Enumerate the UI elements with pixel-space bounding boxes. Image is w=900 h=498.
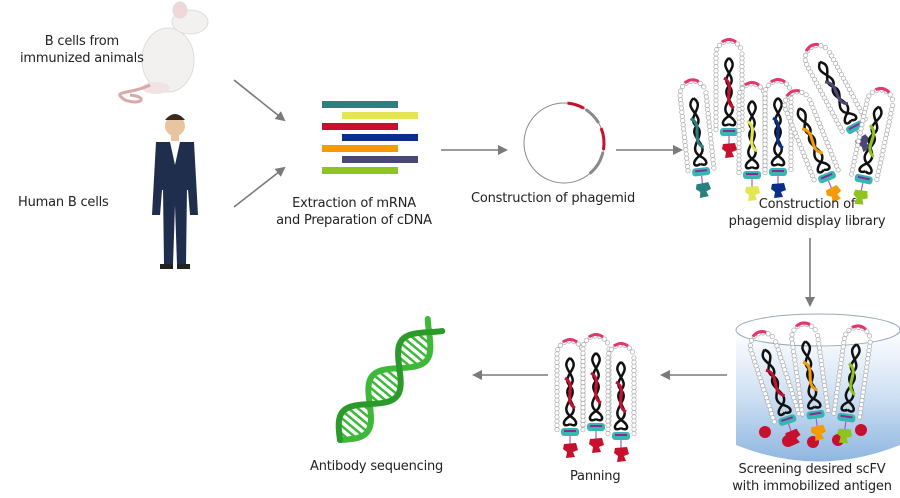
cdna-bar — [322, 101, 398, 108]
antigen-dot — [855, 424, 867, 436]
cdna-bar — [342, 156, 418, 163]
arrow-human-to-extraction — [233, 166, 286, 208]
screening-phage — [831, 324, 873, 444]
immobilized-antigens — [759, 424, 867, 448]
cdna-bar — [342, 134, 418, 141]
arrow-animal-to-extraction — [233, 79, 286, 122]
screening-phage — [747, 330, 802, 447]
screening-well — [735, 313, 900, 462]
cdna-bar — [322, 145, 398, 152]
library-phage — [677, 78, 717, 199]
library-phage — [782, 89, 842, 203]
phagemid-plasmid — [523, 101, 606, 184]
cdna-bar — [322, 123, 398, 130]
mouse-illustration — [118, 1, 209, 104]
dna-helix-icon — [335, 315, 446, 443]
antigen-dot — [759, 426, 771, 438]
screening-phage — [789, 321, 831, 441]
cdna-bar — [342, 112, 418, 119]
cdna-bars — [322, 101, 418, 174]
label-phagemid: Construction of phagemid — [471, 191, 636, 206]
library-phage — [802, 42, 871, 153]
label-sequencing: Antibody sequencing — [310, 459, 444, 474]
library-phage — [713, 38, 745, 158]
label-panning: Panning — [570, 469, 621, 484]
label-human-b-cells: Human B cells — [18, 195, 109, 210]
library-phage — [848, 86, 896, 205]
panning-phage — [605, 342, 637, 462]
man-illustration — [152, 114, 198, 269]
cdna-bar — [322, 167, 398, 174]
